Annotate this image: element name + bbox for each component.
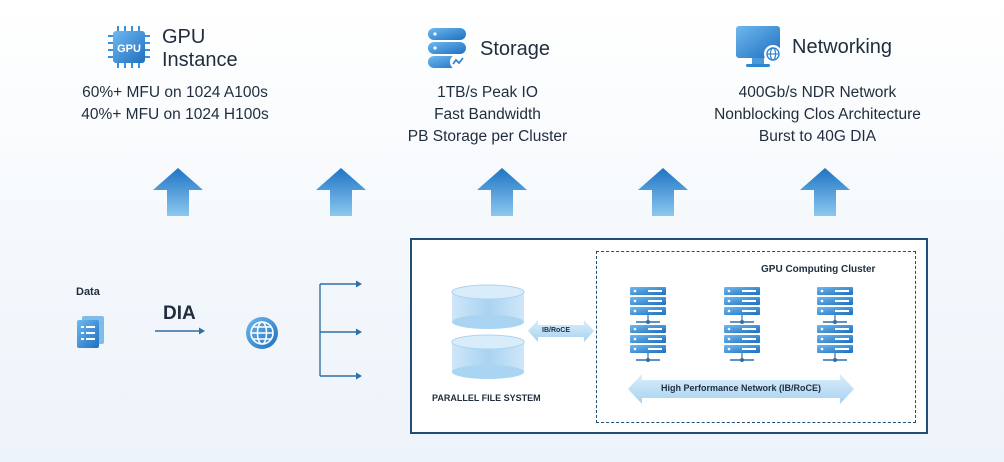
globe-icon xyxy=(246,317,278,349)
gpu-line: 40%+ MFU on 1024 H100s xyxy=(81,106,269,123)
storage-lines: 1TB/s Peak IO Fast Bandwidth PB Storage … xyxy=(380,82,595,148)
server-icon xyxy=(816,324,854,363)
gpu-chip-text: GPU xyxy=(117,43,141,55)
ib-roce-label: IB/RoCE xyxy=(542,327,570,334)
networking-lines: 400Gb/s NDR Network Nonblocking Clos Arc… xyxy=(690,82,945,148)
server-icon xyxy=(723,324,761,363)
storage-line: PB Storage per Cluster xyxy=(407,128,568,145)
gpu-title: GPU Instance xyxy=(162,26,238,72)
up-arrow-icon xyxy=(153,168,203,216)
parallel-file-system-icon xyxy=(451,284,525,379)
database-icon xyxy=(428,28,466,70)
pfs-label: PARALLEL FILE SYSTEM xyxy=(432,393,541,403)
storage-title: Storage xyxy=(480,38,551,60)
ib-roce-double-arrow xyxy=(528,320,594,342)
storage-line: 1TB/s Peak IO xyxy=(437,84,538,101)
up-arrow-icon xyxy=(477,168,527,216)
server-icon xyxy=(723,286,761,325)
gpu-lines: 60%+ MFU on 1024 A100s 40%+ MFU on 1024 … xyxy=(60,82,290,126)
gpu-feature: GPU GPU Instance 60%+ MFU on 1024 A100s … xyxy=(60,20,300,130)
up-arrow-icon xyxy=(800,168,850,216)
networking-line: Nonblocking Clos Architecture xyxy=(714,106,921,123)
cluster-title: GPU Computing Cluster xyxy=(761,264,876,275)
dia-arrow xyxy=(155,327,205,335)
gpu-line: 60%+ MFU on 1024 A100s xyxy=(82,84,268,101)
networking-line: 400Gb/s NDR Network xyxy=(738,84,897,101)
server-icon xyxy=(629,324,667,363)
storage-line: Fast Bandwidth xyxy=(434,106,541,123)
hpn-label: High Performance Network (IB/RoCE) xyxy=(660,383,822,393)
document-icon xyxy=(77,316,104,348)
dia-label: DIA xyxy=(163,303,196,324)
up-arrow-icon xyxy=(316,168,366,216)
high-performance-network-arrow xyxy=(628,374,854,404)
data-label: Data xyxy=(76,286,100,298)
gpu-title-line1: GPU xyxy=(162,26,206,48)
networking-line: Burst to 40G DIA xyxy=(758,128,877,145)
storage-feature: Storage 1TB/s Peak IO Fast Bandwidth PB … xyxy=(380,20,600,150)
gpu-chip-icon: GPU xyxy=(108,26,150,68)
server-icon xyxy=(629,286,667,325)
server-icon xyxy=(816,286,854,325)
networking-feature: Networking 400Gb/s NDR Network Nonblocki… xyxy=(690,20,950,150)
branch-arrows xyxy=(319,280,362,380)
gpu-title-line2: Instance xyxy=(162,49,238,71)
networking-title: Networking xyxy=(792,36,893,58)
up-arrow-icon xyxy=(638,168,688,216)
monitor-network-icon xyxy=(736,26,782,67)
